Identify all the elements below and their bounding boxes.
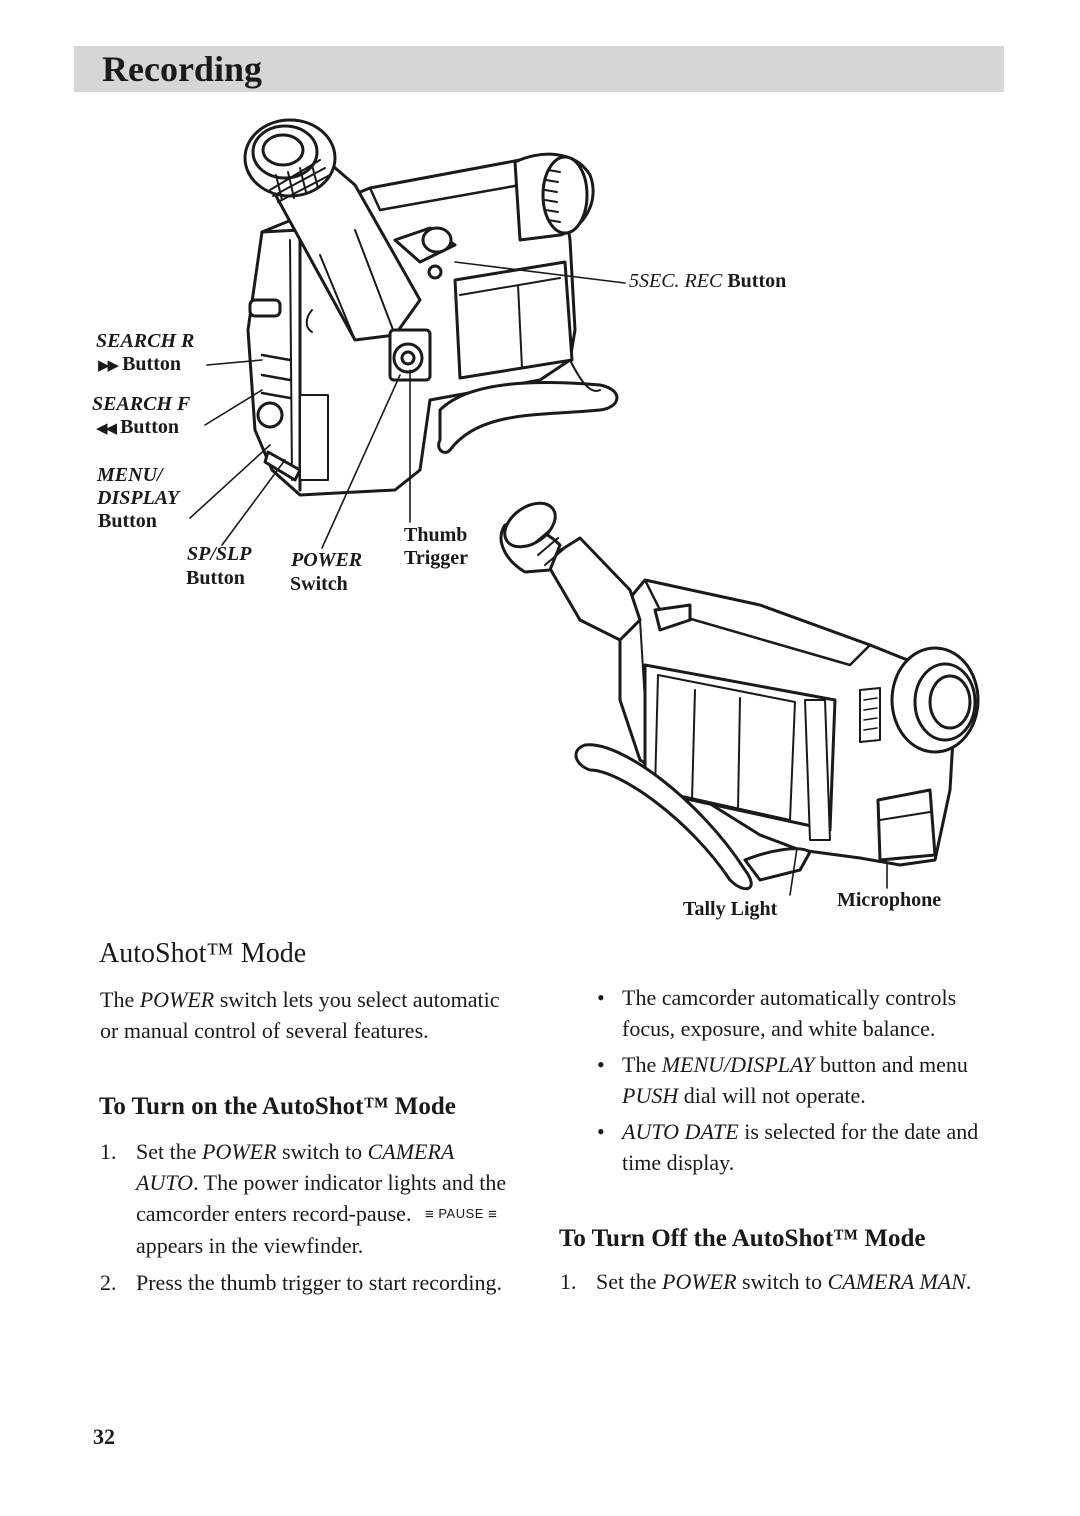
camcorder-bottom-view <box>499 501 980 891</box>
turn-off-steps: 1. Set the POWER switch to CAMERA MAN. <box>560 1266 990 1303</box>
label-search-f: SEARCH F <box>92 393 191 415</box>
leader-lines-bottom <box>789 847 888 896</box>
list-item: 1. Set the POWER switch to CAMERA MAN. <box>560 1269 972 1294</box>
label-menu-button: Button <box>98 510 157 532</box>
subtitle-turn-off: To Turn Off the AutoShot™ Mode <box>559 1225 926 1252</box>
leader-lines-top <box>189 261 626 549</box>
label-menu: MENU/ <box>97 464 163 486</box>
label-trigger: Trigger <box>404 547 469 569</box>
label-search-f-button: ◀◀ Button <box>96 416 179 438</box>
list-item: 2. Press the thumb trigger to start reco… <box>100 1270 502 1295</box>
label-5sec-rec-button: 5SEC. REC Button <box>629 270 787 292</box>
label-search-r: SEARCH R <box>96 330 195 352</box>
list-item: The MENU/DISPLAY button and menu PUSH di… <box>595 1049 995 1111</box>
label-thumb: Thumb <box>404 524 468 546</box>
pause-indicator-icon: ≡ PAUSE ≡ <box>424 1206 498 1223</box>
label-search-r-button: ▶▶ Button <box>98 353 181 375</box>
turn-on-steps: 1. Set the POWER switch to CAMERA AUTO. … <box>100 1136 520 1304</box>
list-item: 1. Set the POWER switch to CAMERA AUTO. … <box>100 1139 507 1258</box>
list-item: The camcorder automatically controls foc… <box>595 982 995 1044</box>
label-power-switch: Switch <box>290 573 348 595</box>
intro-paragraph: The POWER switch lets you select automat… <box>100 987 500 1043</box>
subtitle-turn-on: To Turn on the AutoShot™ Mode <box>99 1093 456 1120</box>
label-spslp-button: Button <box>186 567 245 589</box>
camcorder-top-view <box>243 118 619 497</box>
page-number: 32 <box>93 1424 115 1449</box>
label-display: DISPLAY <box>97 487 180 509</box>
header-bar: Recording <box>74 46 1004 92</box>
page-title: Recording <box>102 49 262 89</box>
section-title-autoshot: AutoShot™ Mode <box>99 938 307 969</box>
list-item: AUTO DATE is selected for the date and t… <box>595 1116 995 1178</box>
label-spslp: SP/SLP <box>187 543 252 565</box>
autoshot-bullets: The camcorder automatically controls foc… <box>595 982 995 1183</box>
label-microphone: Microphone <box>837 889 942 911</box>
label-power: POWER <box>291 549 363 571</box>
camcorder-illustration <box>189 118 980 896</box>
label-tally-light: Tally Light <box>683 898 778 920</box>
